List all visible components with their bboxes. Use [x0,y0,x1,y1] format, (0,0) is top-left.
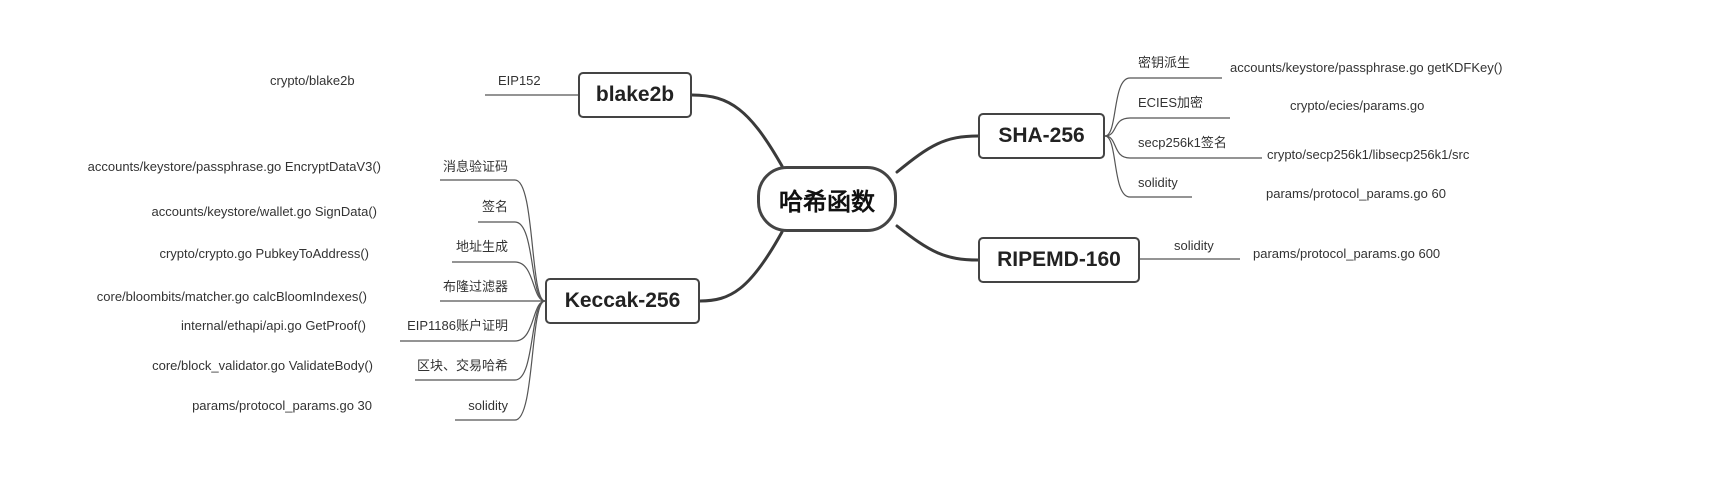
connector-keccak-2 [478,221,546,302]
label-sha-secp256k1[interactable]: secp256k1签名 [1138,135,1227,150]
connector-sha-4 [1104,135,1192,198]
label-eip152[interactable]: EIP152 [498,73,541,88]
label-keccak-bloom[interactable]: 布隆过滤器 [442,279,508,294]
connector-sha-3 [1104,135,1262,159]
detail-sha-ecies: crypto/ecies/params.go [1290,98,1425,113]
detail-sha-secp256k1: crypto/secp256k1/libsecp256k1/src [1267,147,1470,162]
detail-blake2b: crypto/blake2b [270,73,355,88]
detail-keccak-address: crypto/crypto.go PubkeyToAddress() [159,246,369,261]
label-keccak-address[interactable]: 地址生成 [455,239,508,254]
connector-sha-2 [1104,117,1230,137]
node-ripemd-160[interactable]: RIPEMD-160 [978,237,1140,283]
connector-sha-1 [1104,77,1222,137]
connector-root-blake2b [690,93,784,168]
node-sha-256[interactable]: SHA-256 [978,113,1105,159]
detail-keccak-sign: accounts/keystore/wallet.go SignData() [151,204,377,219]
detail-keccak-solidity: params/protocol_params.go 30 [192,398,372,413]
label-keccak-mac[interactable]: 消息验证码 [442,159,508,174]
detail-keccak-mac: accounts/keystore/passphrase.go EncryptD… [87,159,381,174]
connector-root-ripemd [895,224,980,262]
node-blake2b[interactable]: blake2b [578,72,692,118]
connector-root-keccak [698,230,784,303]
connector-keccak-3 [452,261,546,302]
node-keccak-256[interactable]: Keccak-256 [545,278,700,324]
label-keccak-block-hash[interactable]: 区块、交易哈希 [416,358,508,373]
label-sha-kdf[interactable]: 密钥派生 [1138,55,1191,70]
connector-root-sha256 [895,134,980,174]
detail-sha-solidity: params/protocol_params.go 60 [1266,186,1446,201]
label-keccak-eip1186[interactable]: EIP1186账户证明 [407,318,508,333]
connector-keccak-7 [455,300,546,421]
detail-keccak-bloom: core/bloombits/matcher.go calcBloomIndex… [96,289,367,304]
label-keccak-sign[interactable]: 签名 [481,199,508,214]
label-ripemd-solidity[interactable]: solidity [1174,238,1214,253]
label-sha-solidity[interactable]: solidity [1138,175,1178,190]
connector-keccak-1 [440,179,546,302]
detail-sha-kdf: accounts/keystore/passphrase.go getKDFKe… [1230,60,1503,75]
root-node[interactable]: 哈希函数 [757,166,897,232]
label-sha-ecies[interactable]: ECIES加密 [1138,95,1204,110]
detail-keccak-eip1186: internal/ethapi/api.go GetProof() [181,318,366,333]
detail-ripemd-solidity: params/protocol_params.go 600 [1253,246,1441,261]
detail-keccak-block-hash: core/block_validator.go ValidateBody() [152,358,373,373]
label-keccak-solidity[interactable]: solidity [468,398,508,413]
